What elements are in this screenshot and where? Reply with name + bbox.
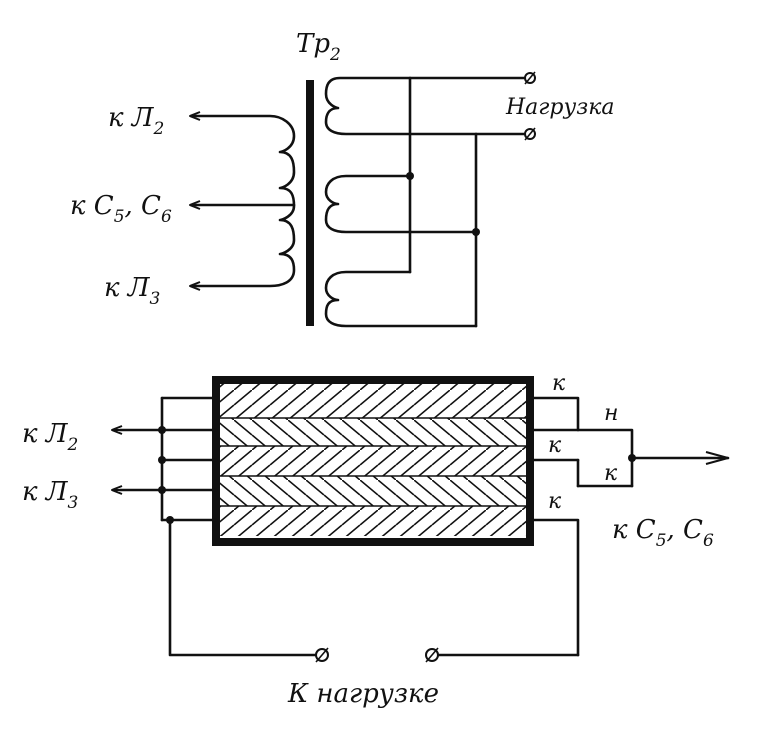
primary-winding [190,114,296,288]
mark-k-top: к [552,371,566,396]
label-to-l3: к Л3 [104,273,160,309]
secondary-winding-2 [324,174,478,234]
winding-layer-4 [220,476,526,506]
arrow-output [705,451,729,465]
junction-dot [628,454,636,462]
mark-k-4: к [548,489,562,514]
label-to-c5-c6-bottom: к С5, С6 [612,515,714,551]
secondary-winding-3 [324,270,478,328]
winding-layer-1 [220,384,526,418]
top-diagram: Тр2 к Л2 к С5, С6 к Л3 Нагрузка [70,29,615,328]
mark-n: н [604,401,619,426]
junction-dot [406,172,414,180]
label-bottom-to-l3: к Л3 [22,477,78,513]
winding-layer-3 [220,446,526,476]
junction-dot [472,228,480,236]
winding-layer-2 [220,418,526,446]
right-lead-n [528,428,634,488]
secondary-winding-1 [324,76,478,136]
right-lead-load [528,518,580,657]
label-bottom-to-l2: к Л2 [22,419,78,455]
winding-layer-5 [220,506,526,536]
mark-k-3: к [604,461,618,486]
label-to-load: К нагрузке [287,679,439,709]
bottom-diagram: к Л2 к Л3 к н к к к к С5, С6 К нагрузке [22,371,730,709]
right-lead-1 [528,396,580,432]
load-label: Нагрузка [505,95,615,120]
transformer-core [306,80,314,326]
junction-dot [158,426,166,434]
transformer-label: Тр2 [296,29,341,65]
junction-dot [158,486,166,494]
label-to-l2: к Л2 [108,103,164,139]
junction-dot [158,456,166,464]
label-to-c5-c6: к С5, С6 [70,191,172,227]
load-lead-left [168,518,318,657]
mark-k-2: к [548,433,562,458]
